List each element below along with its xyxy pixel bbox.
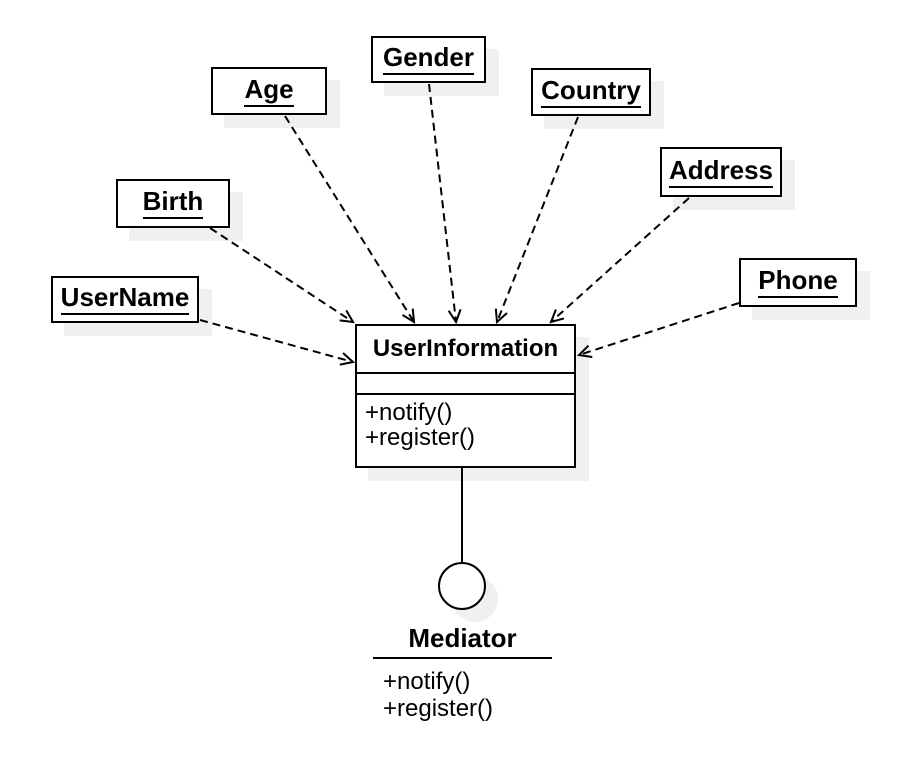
mediator-lollipop-shadow (452, 576, 498, 622)
mediator-lollipop-circle (438, 562, 486, 610)
object-label-age: Age (244, 76, 294, 107)
object-label-address: Address (668, 157, 774, 188)
class-method: +register() (365, 424, 476, 451)
object-label-country: Country (541, 77, 641, 108)
dependency-arrow-phone (576, 302, 740, 358)
object-label-gender: Gender (382, 44, 475, 75)
mediator-interface-name: Mediator (373, 620, 552, 659)
dependency-arrow-age (284, 115, 416, 324)
dependency-arrows (199, 83, 740, 366)
class-name: UserInformation (372, 335, 559, 362)
class-attributes-compartment (357, 372, 574, 393)
mediator-methods-list: +notify() +register() (373, 661, 552, 722)
dependency-arrow-username (199, 319, 356, 366)
object-box-username: UserName (51, 276, 199, 323)
object-label-phone: Phone (758, 267, 838, 298)
class-box-userinformation: UserInformation +notify() +register() (355, 324, 576, 468)
mediator-method: +notify() (383, 668, 471, 695)
object-box-country: Country (531, 68, 651, 116)
dependency-arrow-country (494, 116, 579, 325)
object-box-birth: Birth (116, 179, 230, 228)
object-box-age: Age (211, 67, 327, 115)
object-label-birth: Birth (142, 188, 204, 219)
class-methods-compartment: +notify() +register() (357, 393, 574, 466)
class-method: +notify() (365, 399, 453, 426)
dependency-arrow-gender (428, 83, 462, 325)
dependency-arrow-birth (209, 227, 355, 324)
object-box-gender: Gender (371, 36, 486, 83)
object-box-address: Address (660, 147, 782, 197)
object-box-phone: Phone (739, 258, 857, 307)
object-label-username: UserName (60, 284, 190, 315)
dependency-arrow-address (549, 197, 690, 324)
mediator-method: +register() (383, 695, 494, 722)
